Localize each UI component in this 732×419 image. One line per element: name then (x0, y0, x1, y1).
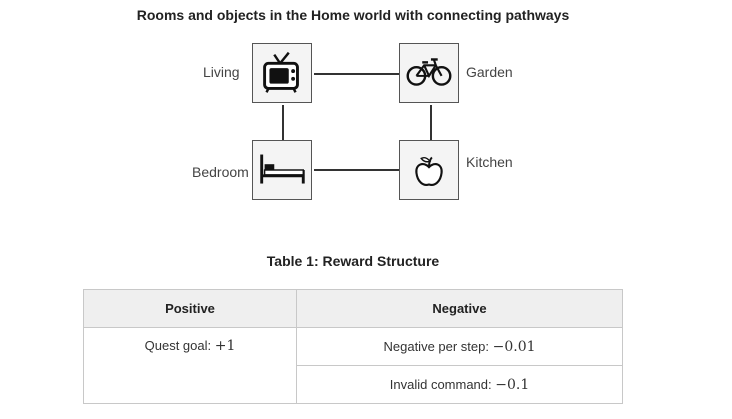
room-label-garden: Garden (466, 64, 513, 80)
negative-label: Negative per step: (383, 338, 493, 354)
apple-icon (415, 156, 443, 186)
bed-icon (260, 154, 305, 184)
table-caption: Table 1: Reward Structure (266, 253, 440, 269)
negative-value: −0.1 (495, 376, 530, 393)
pathway-living-garden (314, 73, 399, 75)
room-kitchen (399, 140, 459, 200)
room-label-bedroom: Bedroom (192, 164, 249, 180)
positive-label: Quest goal: (144, 338, 215, 353)
negative-cell: Invalid command: −0.1 (296, 365, 623, 404)
pathway-garden-kitchen (430, 105, 432, 140)
figure-title: Rooms and objects in the Home world with… (136, 7, 570, 23)
table-row: Quest goal: +1 Negative per step: −0.01 (83, 327, 623, 404)
bicycle-icon (406, 58, 452, 86)
pathway-living-bedroom (282, 105, 284, 140)
positive-value: +1 (214, 338, 236, 354)
tv-icon (263, 51, 299, 93)
room-living (252, 43, 312, 103)
room-label-kitchen: Kitchen (466, 154, 513, 170)
table-row: Invalid command: −0.1 (84, 365, 623, 404)
room-label-living: Living (203, 64, 240, 80)
table-header-row: Positive Negative (83, 289, 623, 328)
room-bedroom (252, 140, 312, 200)
reward-table: Positive Negative Quest goal: +1 Negativ… (83, 289, 623, 404)
positive-cell: Quest goal: +1 (83, 327, 297, 404)
pathway-bedroom-kitchen (314, 169, 399, 171)
header-positive: Positive (83, 289, 297, 328)
room-garden (399, 43, 459, 103)
negative-cell: Negative per step: −0.01 (296, 327, 623, 366)
negative-value: −0.01 (492, 338, 536, 355)
header-negative: Negative (296, 289, 623, 328)
negative-label: Invalid command: (389, 376, 496, 392)
